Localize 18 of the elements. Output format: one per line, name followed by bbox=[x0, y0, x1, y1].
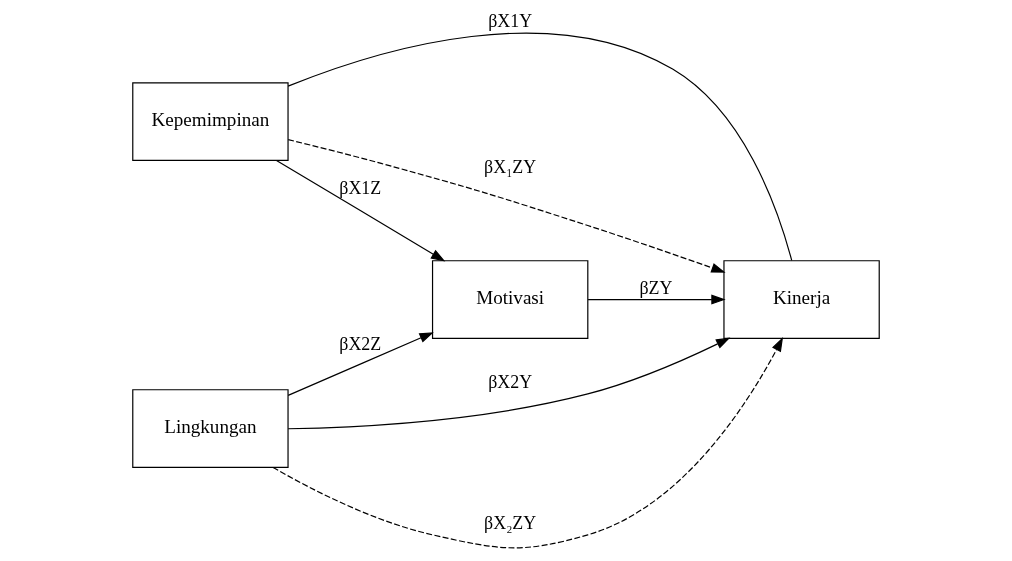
arrow bbox=[275, 159, 446, 262]
edge-label: βZY bbox=[639, 277, 673, 298]
connector bbox=[287, 32, 793, 261]
edge-label: βX1Z bbox=[339, 178, 382, 199]
edge-label: βX₂ZY bbox=[484, 512, 537, 533]
arrow bbox=[287, 337, 731, 430]
edge-label: βX2Z bbox=[339, 333, 382, 354]
edge-label: βX₁ZY bbox=[484, 156, 537, 177]
node-box: Kinerja bbox=[723, 260, 880, 339]
edge-label: βX1Y bbox=[488, 11, 533, 32]
edge-label: βX2Y bbox=[488, 371, 533, 392]
node-box: Motivasi bbox=[431, 260, 589, 339]
node-box: Kepemimpinan bbox=[132, 82, 289, 162]
arrow bbox=[587, 294, 726, 305]
arrow bbox=[272, 337, 784, 549]
arrow bbox=[287, 332, 434, 396]
arrow bbox=[287, 139, 726, 273]
node-box: Lingkungan bbox=[132, 389, 289, 468]
